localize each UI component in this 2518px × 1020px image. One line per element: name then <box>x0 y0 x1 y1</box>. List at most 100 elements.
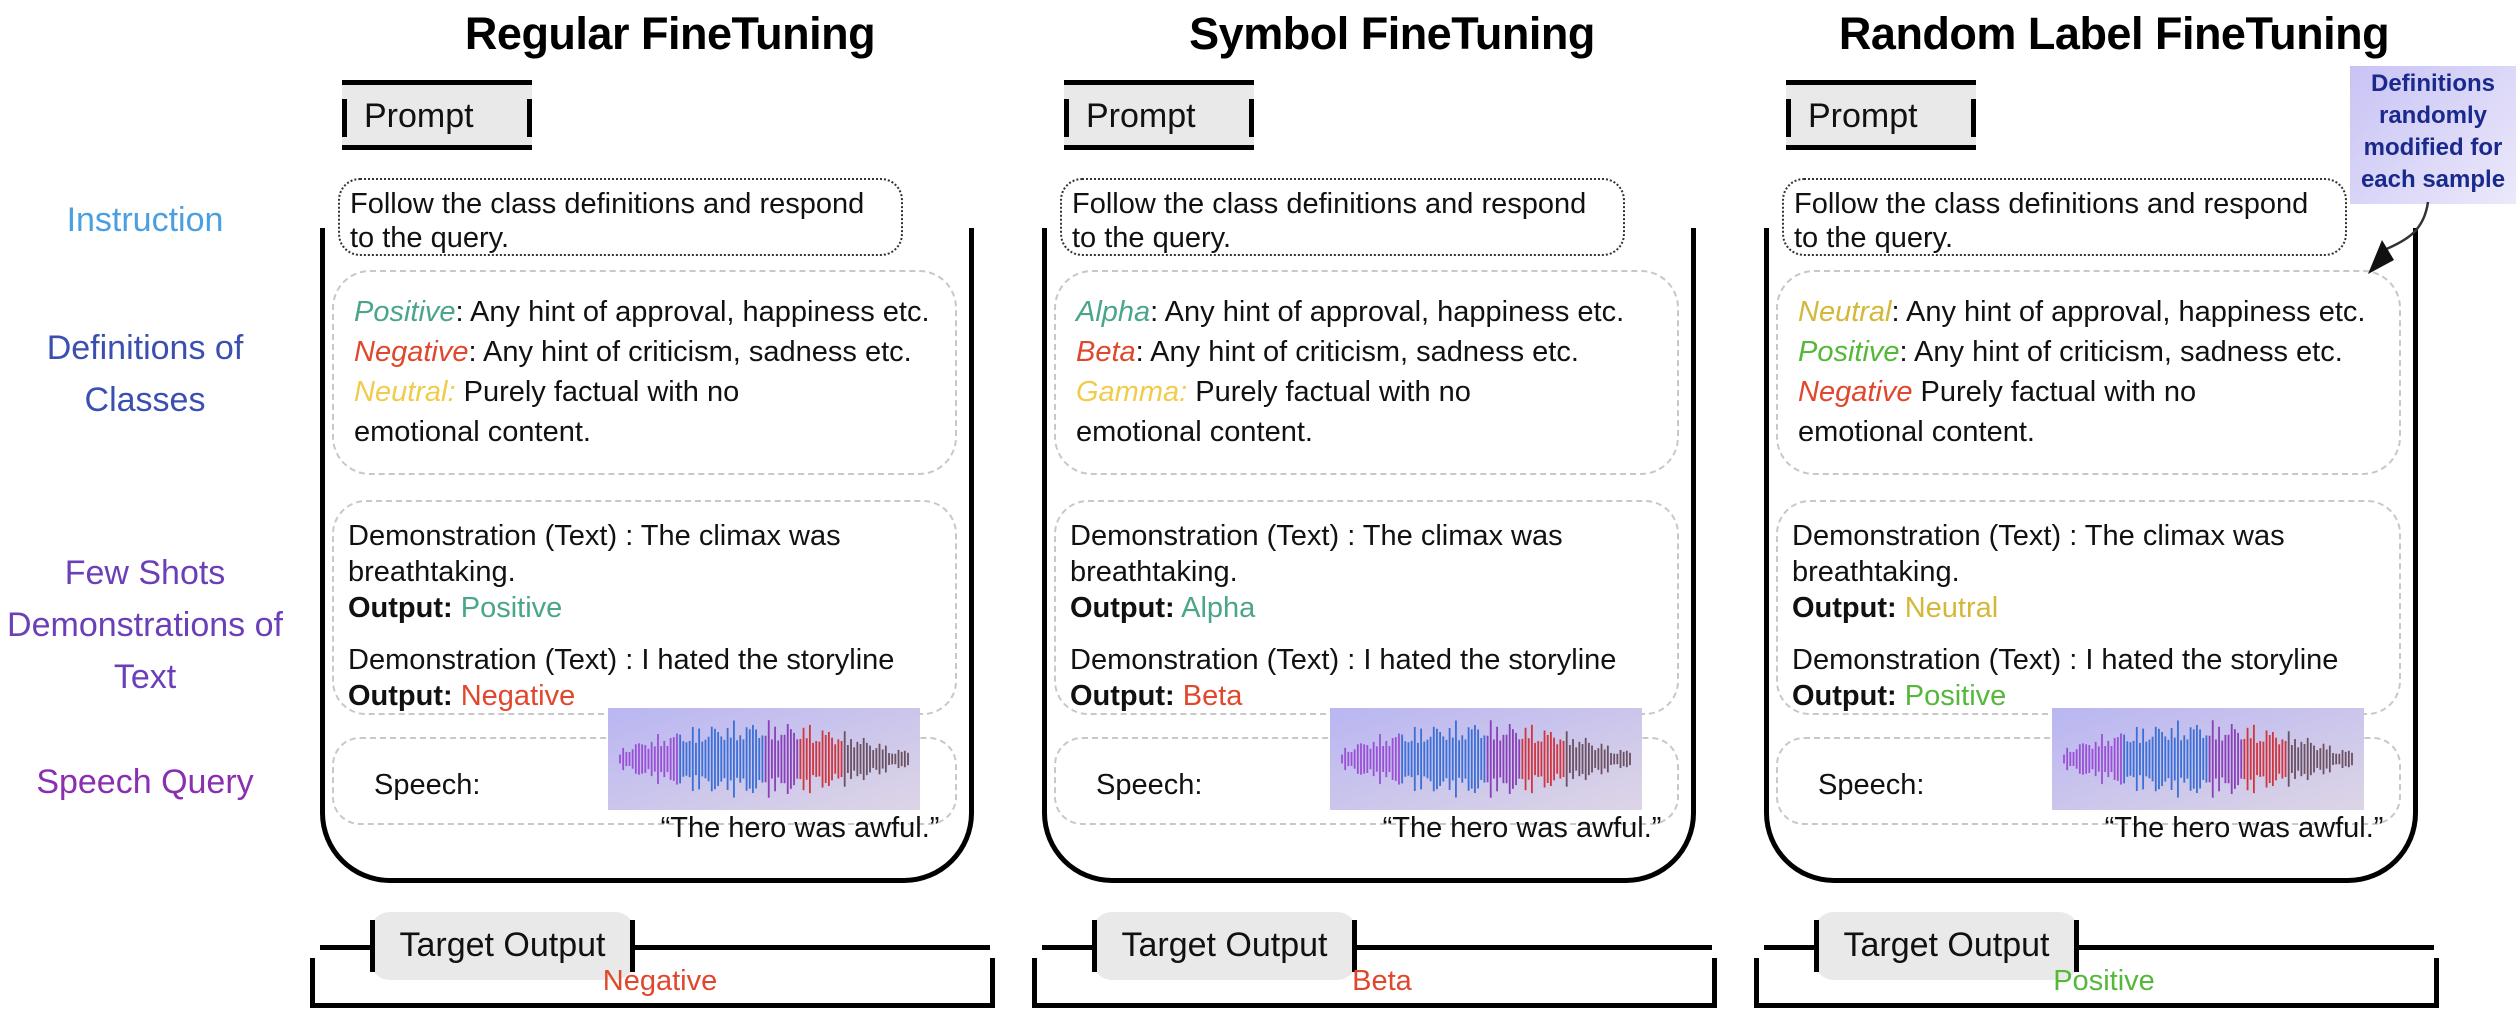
demo-2-line1: Demonstration (Text) : I hated the story… <box>1792 644 2339 676</box>
speech-quote: “The hero was awful.” <box>660 812 940 844</box>
target-line-top-right <box>1354 945 1712 950</box>
demo-1-output-value: Positive <box>460 592 563 624</box>
demo-2-output-value: Positive <box>1904 680 2007 712</box>
demonstrations-box: Demonstration (Text) : The climax was br… <box>1054 500 1679 715</box>
audio-waveform-image <box>608 708 920 810</box>
demo-1-line2: breathtaking. <box>1070 556 1238 588</box>
prompt-tag: Prompt <box>1786 80 1976 150</box>
output-label: Output: <box>1070 680 1175 712</box>
prompt-label: Prompt <box>1086 97 1196 135</box>
definition-2-label: Positive <box>1798 336 1900 368</box>
definition-2: Beta: Any hint of criticism, sadness etc… <box>1076 332 1659 372</box>
target-line-bottom <box>1754 1003 2439 1008</box>
speech-label: Speech: <box>1818 769 1925 801</box>
note-line3: modified for <box>2363 134 2503 161</box>
prompt-tag: Prompt <box>1064 80 1254 150</box>
definition-1-text: : Any hint of approval, happiness etc. <box>1891 296 2366 328</box>
demo-2-line1: Demonstration (Text) : I hated the story… <box>1070 644 1617 676</box>
target-bracket-left <box>1032 958 1037 1008</box>
prompt-label: Prompt <box>1808 97 1918 135</box>
row-label-instruction: Instruction <box>66 201 224 239</box>
definition-3-label: Negative <box>1798 376 1913 408</box>
definition-3-label: Neutral: <box>354 376 456 408</box>
audio-waveform-image <box>1330 708 1642 810</box>
panel-regular-finetuning: Regular FineTuning Prompt Follow the cla… <box>310 0 1030 1020</box>
target-line-top-left <box>1042 945 1094 950</box>
output-label: Output: <box>1070 592 1175 624</box>
target-line-bottom <box>310 1003 995 1008</box>
target-output-tag: Target Output <box>1092 912 1357 980</box>
target-bracket-left <box>310 958 315 1008</box>
definitions-box: Positive: Any hint of approval, happines… <box>332 270 957 475</box>
definitions-box: Neutral: Any hint of approval, happiness… <box>1776 270 2401 475</box>
demo-2-output-value: Beta <box>1182 680 1243 712</box>
definition-2-label: Beta <box>1076 336 1136 368</box>
definition-3: Negative Purely factual with no <box>1798 372 2381 412</box>
definition-1-text: : Any hint of approval, happiness etc. <box>1150 296 1625 328</box>
demonstrations-box: Demonstration (Text) : The climax was br… <box>1776 500 2401 715</box>
prompt-container <box>1764 228 2418 883</box>
target-output-label: Target Output <box>399 926 606 964</box>
demo-1-line1: Demonstration (Text) : The climax was <box>1070 520 1563 552</box>
demo-1-output-value: Alpha <box>1181 592 1256 624</box>
target-line-top-right <box>632 945 990 950</box>
demo-1-line1: Demonstration (Text) : The climax was <box>1792 520 2285 552</box>
target-bracket-right <box>1712 958 1717 1008</box>
panel-title: Regular FineTuning <box>464 8 876 59</box>
demo-1-line2: breathtaking. <box>1792 556 1960 588</box>
instruction-line1: Follow the class definitions and respond <box>350 188 865 220</box>
definition-3-line2: emotional content. <box>1076 416 1313 448</box>
output-label: Output: <box>348 680 453 712</box>
target-output-tag: Target Output <box>370 912 635 980</box>
target-output-value: Negative <box>602 965 718 997</box>
row-label-definitions-line2: Classes <box>84 381 206 419</box>
target-line-top-left <box>320 945 372 950</box>
demonstrations-box: Demonstration (Text) : The climax was br… <box>332 500 957 715</box>
prompt-container <box>1042 228 1696 883</box>
target-output-value: Positive <box>2053 965 2155 997</box>
instruction-box: Follow the class definitions and respond… <box>338 178 903 256</box>
definition-2-text: : Any hint of criticism, sadness etc. <box>1899 336 2343 368</box>
target-bracket-right <box>2434 958 2439 1008</box>
definition-2-text: : Any hint of criticism, sadness etc. <box>1135 336 1579 368</box>
definition-1: Neutral: Any hint of approval, happiness… <box>1798 292 2381 332</box>
demo-2-output: Output: Negative <box>348 678 941 714</box>
output-label: Output: <box>1792 592 1897 624</box>
note-arrow <box>2368 201 2430 274</box>
note-line1: Definitions <box>2371 70 2495 97</box>
output-label: Output: <box>348 592 453 624</box>
instruction-box: Follow the class definitions and respond… <box>1060 178 1625 256</box>
definition-3-line2: emotional content. <box>1798 416 2035 448</box>
instruction-line1: Follow the class definitions and respond <box>1794 188 2309 220</box>
definition-2: Negative: Any hint of criticism, sadness… <box>354 332 937 372</box>
definition-1-label: Positive <box>354 296 456 328</box>
definition-3-label: Gamma: <box>1076 376 1188 408</box>
row-label-definitions-line1: Definitions of <box>46 329 244 367</box>
random-definitions-note: Definitions randomly modified for each s… <box>2350 66 2516 204</box>
prompt-tag: Prompt <box>342 80 532 150</box>
target-output-tag: Target Output <box>1814 912 2079 980</box>
audio-waveform-image <box>2052 708 2364 810</box>
definition-3-line2: emotional content. <box>354 416 591 448</box>
row-label-speech-query: Speech Query <box>36 763 254 801</box>
panel-symbol-finetuning: Symbol FineTuning Prompt Follow the clas… <box>1032 0 1752 1020</box>
instruction-line1: Follow the class definitions and respond <box>1072 188 1587 220</box>
definition-1: Positive: Any hint of approval, happines… <box>354 292 937 332</box>
demo-1-output-value: Neutral <box>1904 592 1999 624</box>
definition-3-text: Purely factual with no <box>455 376 740 408</box>
target-output-label: Target Output <box>1121 926 1328 964</box>
row-label-definitions: Definitions of Classes <box>0 322 290 426</box>
speech-label: Speech: <box>374 769 481 801</box>
target-bracket-left <box>1754 958 1759 1008</box>
demo-2-output: Output: Beta <box>1070 678 1663 714</box>
row-label-few-shots-line2: Demonstrations of <box>7 606 283 644</box>
instruction-line2: to the query. <box>1072 222 1232 254</box>
instruction-line2: to the query. <box>350 222 510 254</box>
definition-3: Gamma: Purely factual with no <box>1076 372 1659 412</box>
row-label-few-shots-line3: Text <box>113 658 177 696</box>
row-label-few-shots: Few Shots Demonstrations of Text <box>0 547 290 703</box>
demo-1-line2: breathtaking. <box>348 556 516 588</box>
row-label-few-shots-line1: Few Shots <box>64 554 226 592</box>
demo-1-output: Output: Positive <box>348 590 941 626</box>
speech-quote: “The hero was awful.” <box>1382 812 1662 844</box>
